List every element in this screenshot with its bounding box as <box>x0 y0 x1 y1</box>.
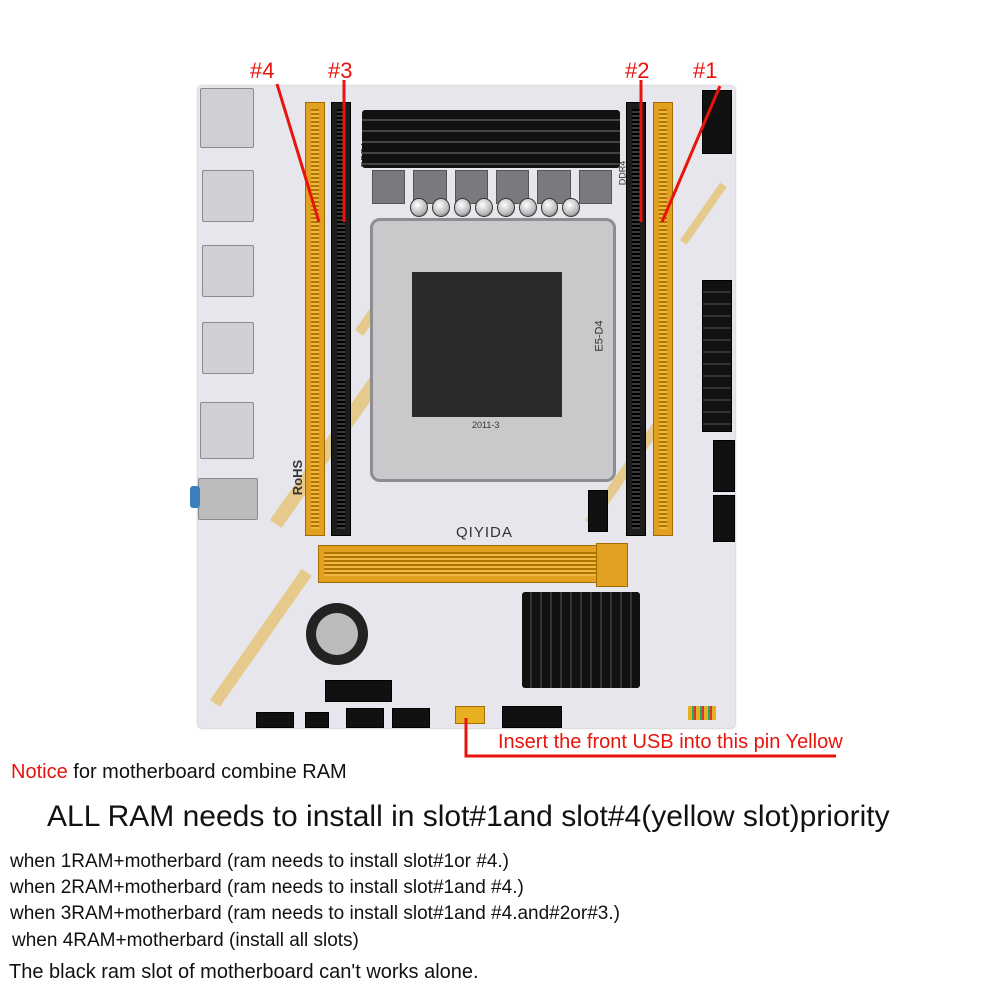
rule-3: when 3RAM+motherbard (ram needs to insta… <box>10 903 620 924</box>
footer-note: The black ram slot of motherboard can't … <box>9 961 479 983</box>
slot-label-4: #4 <box>250 58 275 83</box>
header <box>256 712 294 728</box>
capacitor <box>475 198 493 217</box>
ram-slot-3-black <box>331 102 351 536</box>
lan-usb-port <box>200 88 254 148</box>
capacitor <box>410 198 428 217</box>
usb-port <box>202 170 254 222</box>
usb-port <box>202 245 254 297</box>
front-panel-header <box>688 706 716 720</box>
usb-port <box>202 322 254 374</box>
sata-port <box>713 495 735 542</box>
pointer-line-1 <box>660 85 722 223</box>
vrm-chokes <box>372 170 612 204</box>
audio-jack <box>190 486 200 508</box>
usb-pointer-line <box>464 718 836 758</box>
slot-label-3: #3 <box>328 58 353 83</box>
rule-1: when 1RAM+motherbard (ram needs to insta… <box>10 851 509 872</box>
front-usb-header-yellow <box>455 706 485 724</box>
lan-port <box>200 402 254 459</box>
rule-4: when 4RAM+motherbard (install all slots) <box>12 930 359 951</box>
usb-annotation: Insert the front USB into this pin Yello… <box>498 731 843 753</box>
choke <box>537 170 571 204</box>
choke <box>578 170 612 204</box>
brand-marking: QIYIDA <box>456 524 513 541</box>
header <box>502 706 562 728</box>
choke <box>372 170 406 204</box>
socket-marking: 2011-3 <box>472 420 500 430</box>
notice-line: Notice for motherboard combine RAM <box>11 761 347 784</box>
pcie-x1-slot <box>325 680 392 702</box>
sata-port <box>713 440 735 492</box>
atx-24pin-power <box>702 280 732 432</box>
cpu-socket-pins <box>412 272 562 417</box>
notice-highlight: Notice <box>11 761 68 783</box>
slot-label-2: #2 <box>625 58 650 83</box>
battery-cell <box>316 613 358 655</box>
pcie-latch <box>596 543 628 587</box>
capacitor <box>453 198 472 217</box>
capacitor <box>431 198 450 217</box>
vrm-capacitors <box>410 198 580 217</box>
header <box>346 708 384 728</box>
chipset-heatsink <box>522 592 640 688</box>
rule-2: when 2RAM+motherbard (ram needs to insta… <box>10 877 524 898</box>
vrm-heatsink <box>362 110 620 168</box>
capacitor <box>540 198 559 217</box>
m2-slot <box>588 490 608 532</box>
notice-text: for motherboard combine RAM <box>67 761 347 783</box>
ram-slot-4-yellow <box>305 102 325 536</box>
slot-label-1: #1 <box>693 58 718 83</box>
pointer-line-4 <box>275 83 321 223</box>
header <box>305 712 329 728</box>
capacitor <box>497 198 515 217</box>
header <box>392 708 430 728</box>
capacitor <box>518 198 537 217</box>
headline: ALL RAM needs to install in slot#1and sl… <box>47 800 890 833</box>
capacitor <box>562 198 580 217</box>
